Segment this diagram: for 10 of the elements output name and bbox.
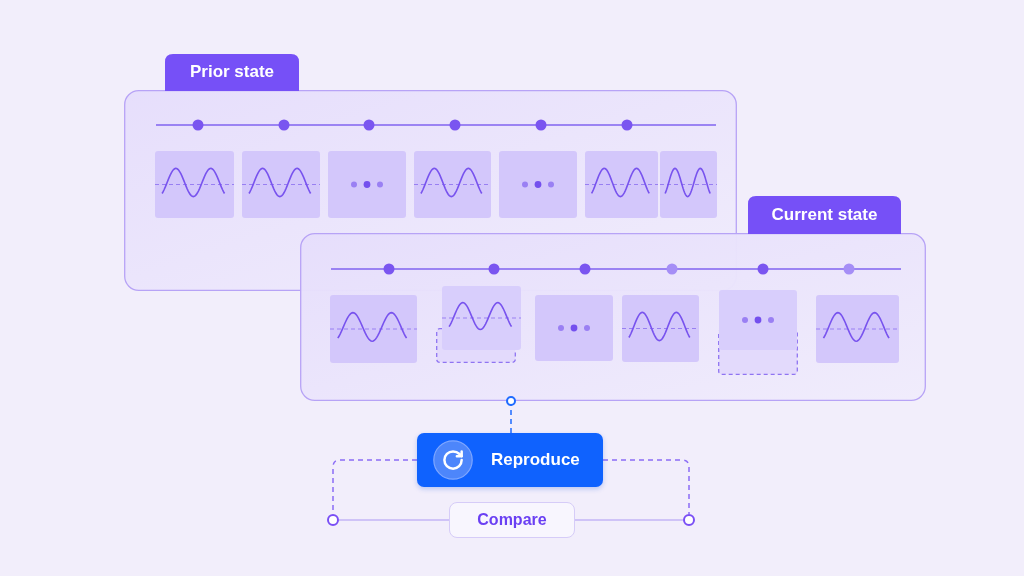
connector-line [574, 519, 684, 521]
dashed-connector [506, 396, 516, 434]
endpoint-circle [683, 514, 695, 526]
step-box: Compare [449, 502, 575, 538]
action-button: Reproduce [417, 433, 603, 487]
panel-title: Current state [771, 204, 878, 225]
dashed-connector [602, 459, 690, 515]
panel-title: Prior state [189, 62, 275, 82]
endpoint-circle [327, 514, 339, 526]
connector-line [338, 519, 450, 521]
